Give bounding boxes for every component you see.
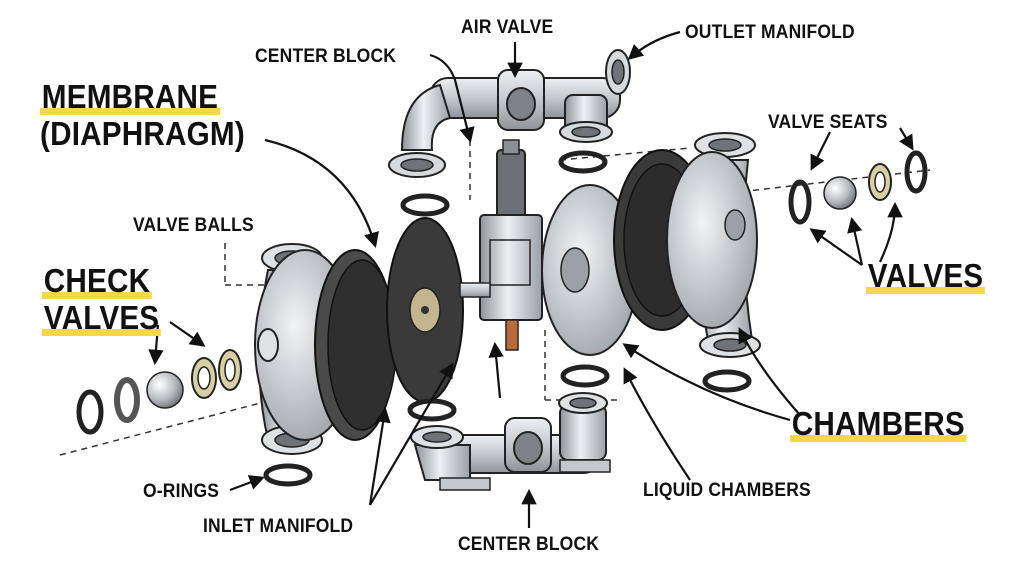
label-valve-balls: VALVE BALLS (133, 215, 254, 236)
valve-seat-hole (224, 358, 236, 382)
label-check-line1: CHECK (42, 262, 153, 299)
label-outlet-manifold: OUTLET MANIFOLD (685, 22, 855, 43)
label-membrane-line2: (DIAPHRAGM) (40, 115, 245, 152)
inlet-manifold-part (410, 392, 611, 491)
o-ring (76, 389, 104, 435)
o-ring (560, 364, 610, 388)
membrane-bolt (421, 306, 429, 314)
label-chambers: CHAMBERS (790, 405, 967, 442)
valve-ball (823, 176, 857, 210)
label-inlet-manifold: INLET MANIFOLD (203, 516, 354, 537)
left-membrane-ridge (327, 259, 397, 431)
o-ring (263, 463, 313, 487)
label-membrane: MEMBRANE (DIAPHRAGM) (40, 78, 245, 152)
o-ring (904, 150, 928, 194)
valve-ball (146, 371, 184, 409)
valve-seat-hole (874, 171, 886, 193)
valve-seat-hole (197, 366, 211, 390)
label-chambers-text: CHAMBERS (790, 405, 967, 442)
outlet-manifold-part (388, 49, 631, 178)
valve-seat (788, 179, 812, 225)
label-valve-seats: VALVE SEATS (768, 112, 888, 133)
label-liquid-chambers: LIQUID CHAMBERS (643, 480, 811, 501)
label-check-line2: VALVES (42, 299, 162, 336)
o-ring (407, 398, 457, 422)
label-air-valve: AIR VALVE (461, 17, 554, 38)
label-o-rings: O-RINGS (143, 481, 220, 502)
label-check-valves: CHECK VALVES (42, 262, 162, 336)
label-membrane-line1: MEMBRANE (40, 78, 220, 115)
valve-seat (114, 377, 140, 423)
right-chamber-part (666, 132, 761, 358)
o-ring (400, 193, 450, 217)
label-valves-text: VALVES (866, 257, 986, 294)
right-plate-hub (560, 247, 590, 293)
label-valves: VALVES (866, 257, 986, 294)
label-center-block-bottom: CENTER BLOCK (458, 534, 600, 555)
o-ring (702, 369, 752, 393)
o-ring (558, 150, 608, 174)
label-center-block-top: CENTER BLOCK (255, 46, 397, 67)
